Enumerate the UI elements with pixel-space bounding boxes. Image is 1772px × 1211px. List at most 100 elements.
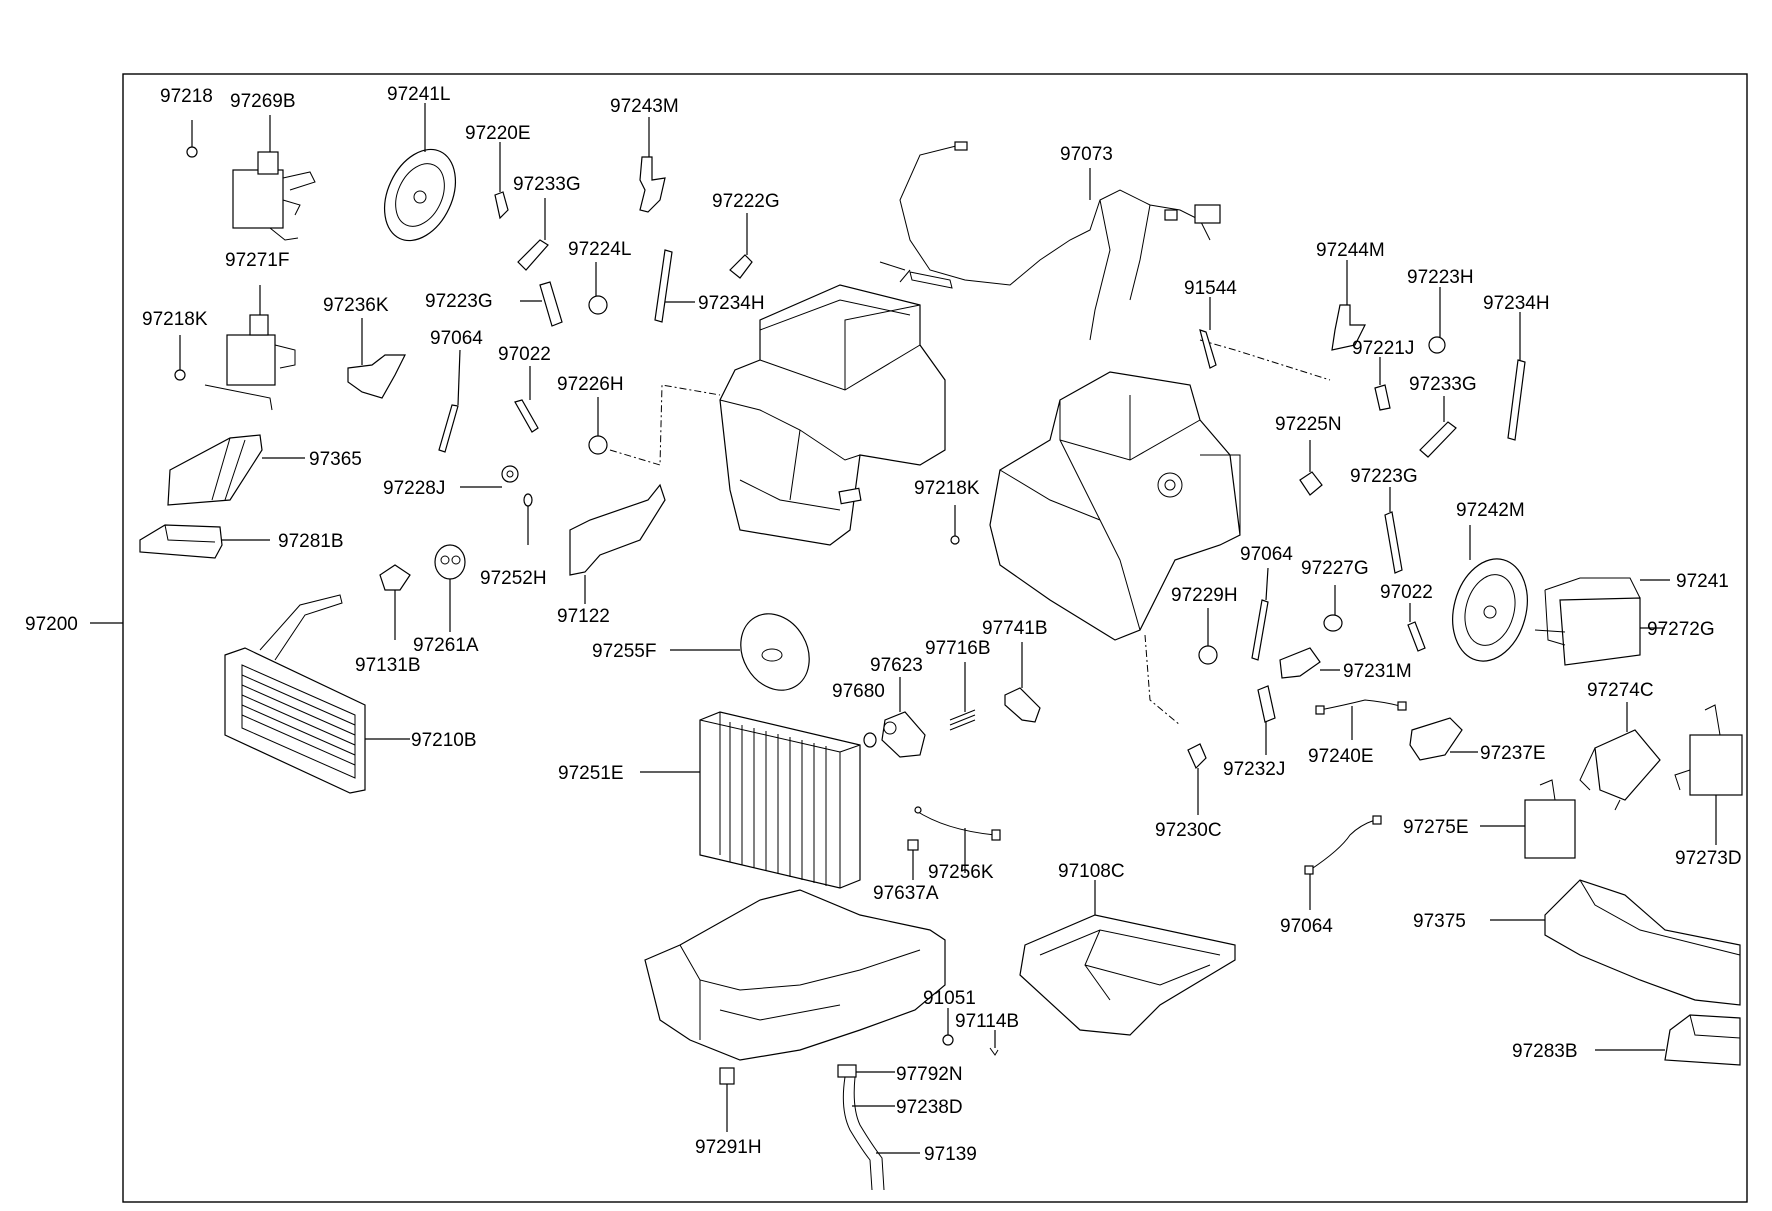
part-97236K [347,318,406,399]
label-97223H: 97223H [1407,267,1474,288]
part-97255F [670,613,810,691]
part-97226H [588,397,608,455]
label-97375: 97375 [1413,911,1466,932]
label-97139: 97139 [924,1144,977,1165]
label-97232J: 97232J [1223,759,1285,780]
part-97231M [1279,647,1340,679]
part-blower-case [719,284,946,546]
part-97274C [1579,702,1661,811]
part-97375 [1490,879,1741,1006]
part-97252H [523,493,533,545]
part-97220E [494,142,509,220]
label-97064-bottom: 97064 [1280,916,1333,937]
part-97275E [1480,779,1576,859]
assembly-dash-leaders [609,339,1331,726]
part-97114B [989,1030,999,1056]
label-97238D: 97238D [896,1097,963,1118]
part-97228J [460,465,519,488]
part-97234H-a [654,249,695,323]
part-97224L [588,262,608,315]
label-97242M: 97242M [1456,500,1525,521]
part-97233G-b [1419,396,1457,458]
part-97210B [224,594,410,794]
part-97680 [863,732,877,748]
label-97114B: 97114B [955,1011,1019,1032]
part-97022-a [514,366,539,433]
part-main-unit [989,371,1241,641]
part-91051 [942,1008,954,1046]
label-97275E: 97275E [1403,817,1469,838]
label-97234H: 97234H [698,293,765,314]
part-97637A [907,839,919,880]
part-97218K-a [174,335,186,381]
part-97108C [1019,880,1236,1036]
label-97233G-right: 97233G [1409,374,1477,395]
label-97223G: 97223G [425,291,493,312]
part-91544 [1199,297,1217,369]
part-97623 [881,677,926,758]
part-97261A [434,544,466,632]
label-97022-right: 97022 [1380,582,1433,603]
label-97291H: 97291H [695,1137,762,1158]
assembly-label: 97200 [25,614,78,635]
label-91544: 91544 [1184,278,1237,299]
part-97240E [1315,699,1407,740]
part-97225N [1299,440,1323,496]
label-97064: 97064 [430,328,483,349]
label-97251E: 97251E [558,763,624,784]
part-97222G [729,213,753,279]
part-97223G-b [1384,487,1403,574]
label-97365: 97365 [309,449,362,470]
label-97064-right: 97064 [1240,544,1293,565]
label-97220E: 97220E [465,123,531,144]
part-97244M [1331,260,1366,351]
part-97716B [949,662,976,731]
label-97716B: 97716B [925,638,991,659]
label-97226H: 97226H [557,374,624,395]
label-97221J: 97221J [1352,338,1414,359]
part-97741B [1004,642,1041,723]
part-97251E [640,711,861,889]
label-97218K: 97218K [142,309,208,330]
part-97233G-a [517,198,549,271]
part-97223H [1428,287,1446,354]
label-97240E: 97240E [1308,746,1374,767]
part-97073 [879,141,1221,341]
part-97237E [1409,717,1478,761]
label-97234H-right: 97234H [1483,293,1550,314]
part-97271F [204,285,296,411]
diagram-frame [122,73,1748,1203]
label-97271F: 97271F [225,250,289,271]
label-97108C: 97108C [1058,861,1125,882]
part-97218 [186,120,198,158]
label-97792N: 97792N [896,1064,963,1085]
label-97273D: 97273D [1675,848,1742,869]
label-97222G: 97222G [712,191,780,212]
part-97064-c [1304,815,1382,910]
part-97227G [1323,585,1343,632]
label-97680: 97680 [832,681,885,702]
label-97224L: 97224L [568,239,631,260]
label-97244M: 97244M [1316,240,1385,261]
label-91051: 91051 [923,988,976,1009]
part-97022-b [1407,603,1426,652]
part-97232J [1257,685,1276,755]
part-labels: 97200 97218 97269B 97241L 97220E 97243M … [25,84,1742,1165]
label-97261A: 97261A [413,635,479,656]
part-97223G-a [520,281,563,327]
label-97131B: 97131B [355,655,421,676]
label-97228J: 97228J [383,478,445,499]
part-97283B [1595,1014,1741,1066]
part-97064-a [438,349,461,453]
part-97122 [569,483,666,604]
part-97241-97272G [1534,577,1670,666]
part-97365 [167,434,305,506]
part-97243M [639,117,666,213]
label-97281B: 97281B [278,531,344,552]
part-97281B [139,524,270,559]
label-97223G-right: 97223G [1350,466,1418,487]
part-97064-b [1251,567,1269,661]
label-97269B: 97269B [230,91,296,112]
label-97241L: 97241L [387,84,450,105]
